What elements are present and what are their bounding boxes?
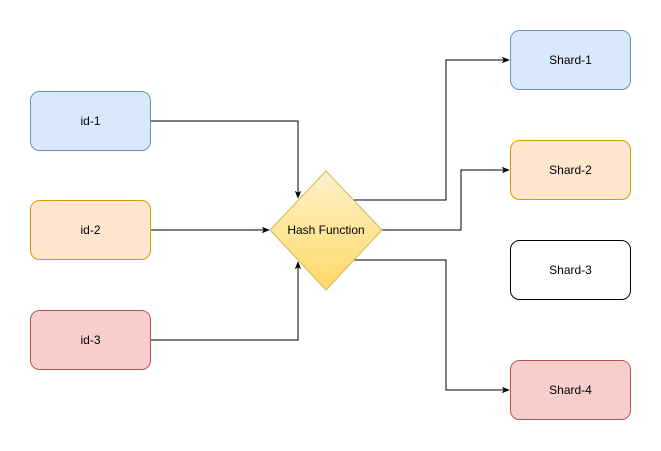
edge-id-3-to-hash [150,261,302,341]
node-shard-3-label: Shard-3 [549,263,592,277]
node-hash-function[interactable]: Hash Function [269,170,383,291]
node-id-2[interactable]: id-2 [30,200,151,260]
node-shard-2[interactable]: Shard-2 [510,140,631,200]
edge-hash-to-shard-2 [380,166,510,231]
hash-function-label: Hash Function [287,223,364,237]
node-id-3[interactable]: id-3 [30,310,151,370]
node-shard-2-label: Shard-2 [549,163,592,177]
node-id-1-label: id-1 [80,114,100,128]
node-shard-1-label: Shard-1 [549,53,592,67]
edge-id-1-to-hash [150,120,302,199]
edge-hash-to-shard-1 [354,56,510,201]
node-shard-3[interactable]: Shard-3 [510,240,631,300]
node-shard-1[interactable]: Shard-1 [510,30,631,90]
node-id-1[interactable]: id-1 [30,91,151,151]
node-shard-4[interactable]: Shard-4 [510,360,631,420]
node-id-3-label: id-3 [80,333,100,347]
node-id-2-label: id-2 [80,223,100,237]
edge-hash-to-shard-4 [354,259,510,394]
node-shard-4-label: Shard-4 [549,383,592,397]
